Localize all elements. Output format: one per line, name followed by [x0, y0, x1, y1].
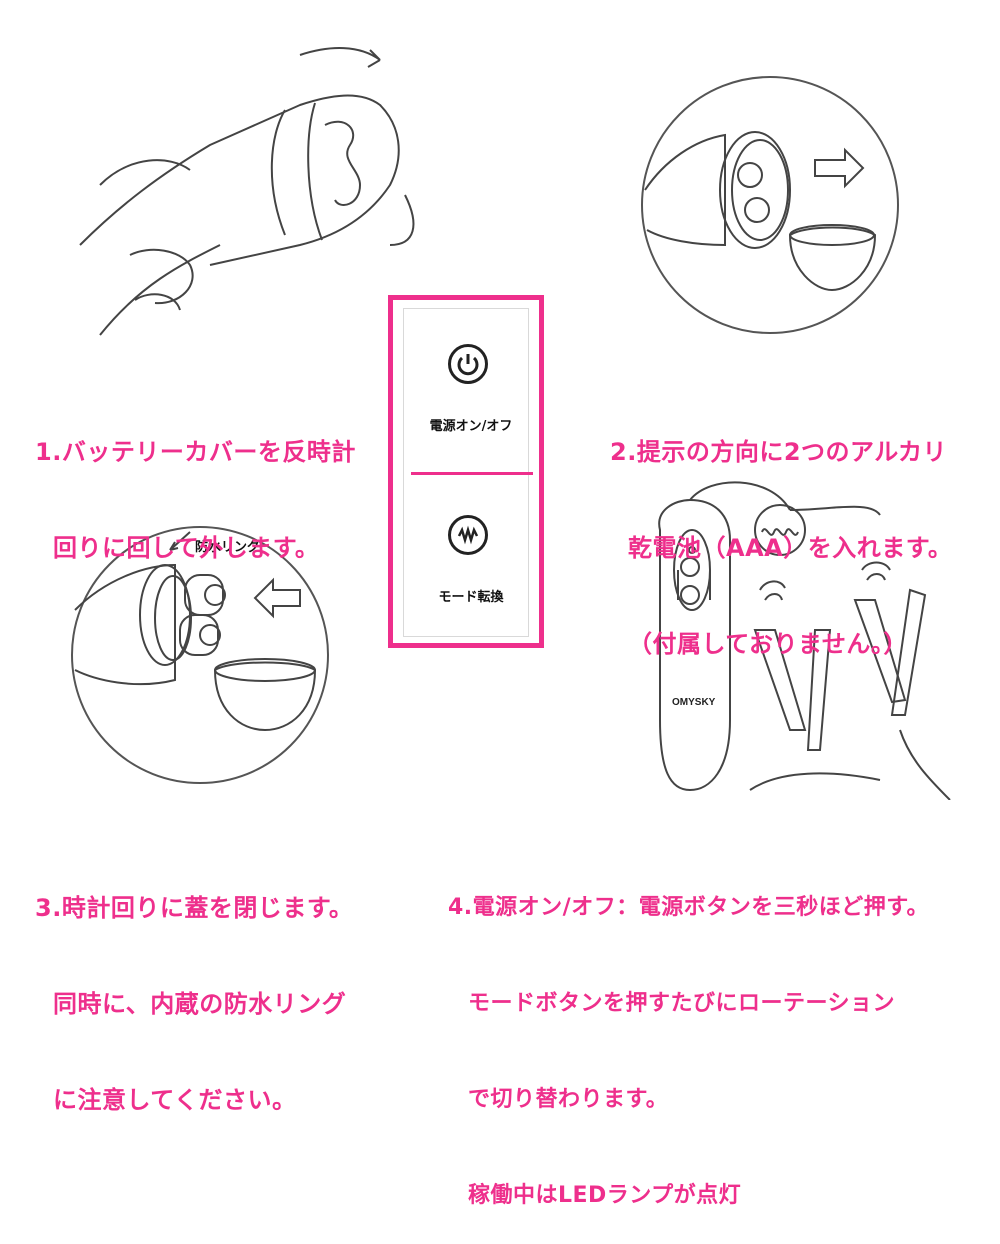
- step2-caption: 2.提示の方向に2つのアルカリ 乾電池（AAA）を入れます。 （付属しておりませ…: [610, 372, 952, 692]
- step1-illustration: [79, 47, 415, 336]
- step2-line1: 2.提示の方向に2つのアルカリ: [610, 438, 948, 466]
- arrow-right-icon: [814, 147, 865, 189]
- step3-caption: 3.時計回りに蓋を閉じます。 同時に、内蔵の防水リング に注意してください。: [35, 828, 353, 1148]
- arrow-left-icon: [253, 577, 301, 619]
- mode-label: モード転換: [438, 590, 504, 605]
- wave-icon: [457, 525, 479, 545]
- step2-illustration: [641, 76, 899, 334]
- step3-line2: 同時に、内蔵の防水リング: [53, 990, 347, 1018]
- step4-line2: モードボタンを押すたびにローテーション: [468, 991, 896, 1016]
- step4-line1: 4.電源オン/オフ：電源ボタンを三秒ほど押す。: [448, 895, 930, 920]
- vibration-icon: [754, 504, 806, 556]
- step1-line1: 1.バッテリーカバーを反時計: [35, 438, 356, 466]
- power-button-diagram: [448, 344, 488, 384]
- step2-line3: （付属しておりません。）: [628, 630, 908, 658]
- rotate-arrow-icon: [299, 47, 381, 61]
- step3-illustration: [71, 526, 329, 784]
- step1-caption: 1.バッテリーカバーを反時計 回りに回して外します。: [35, 372, 356, 596]
- step4-illustration: OMYSKY: [658, 481, 951, 800]
- step4-line3: で切り替わります。: [468, 1087, 669, 1112]
- waterproof-ring-label: 防水リング: [195, 540, 261, 555]
- panel-divider: [411, 472, 533, 475]
- step3-line3: に注意してください。: [53, 1086, 297, 1114]
- step4-line4: 稼働中はLEDランプが点灯: [468, 1183, 742, 1208]
- brand-logo: OMYSKY: [672, 697, 716, 708]
- mode-button-diagram: [448, 515, 488, 555]
- step3-line1: 3.時計回りに蓋を閉じます。: [35, 894, 354, 922]
- step2-line2: 乾電池（AAA）を入れます。: [628, 534, 953, 562]
- power-icon: [457, 354, 479, 376]
- power-label: 電源オン/オフ: [429, 419, 513, 434]
- step4-caption: 4.電源オン/オフ：電源ボタンを三秒ほど押す。 モードボタンを押すたびにローテー…: [448, 828, 929, 1244]
- button-guide-panel: 電源オン/オフ モード転換: [388, 295, 544, 648]
- step1-line2: 回りに回して外します。: [53, 534, 320, 562]
